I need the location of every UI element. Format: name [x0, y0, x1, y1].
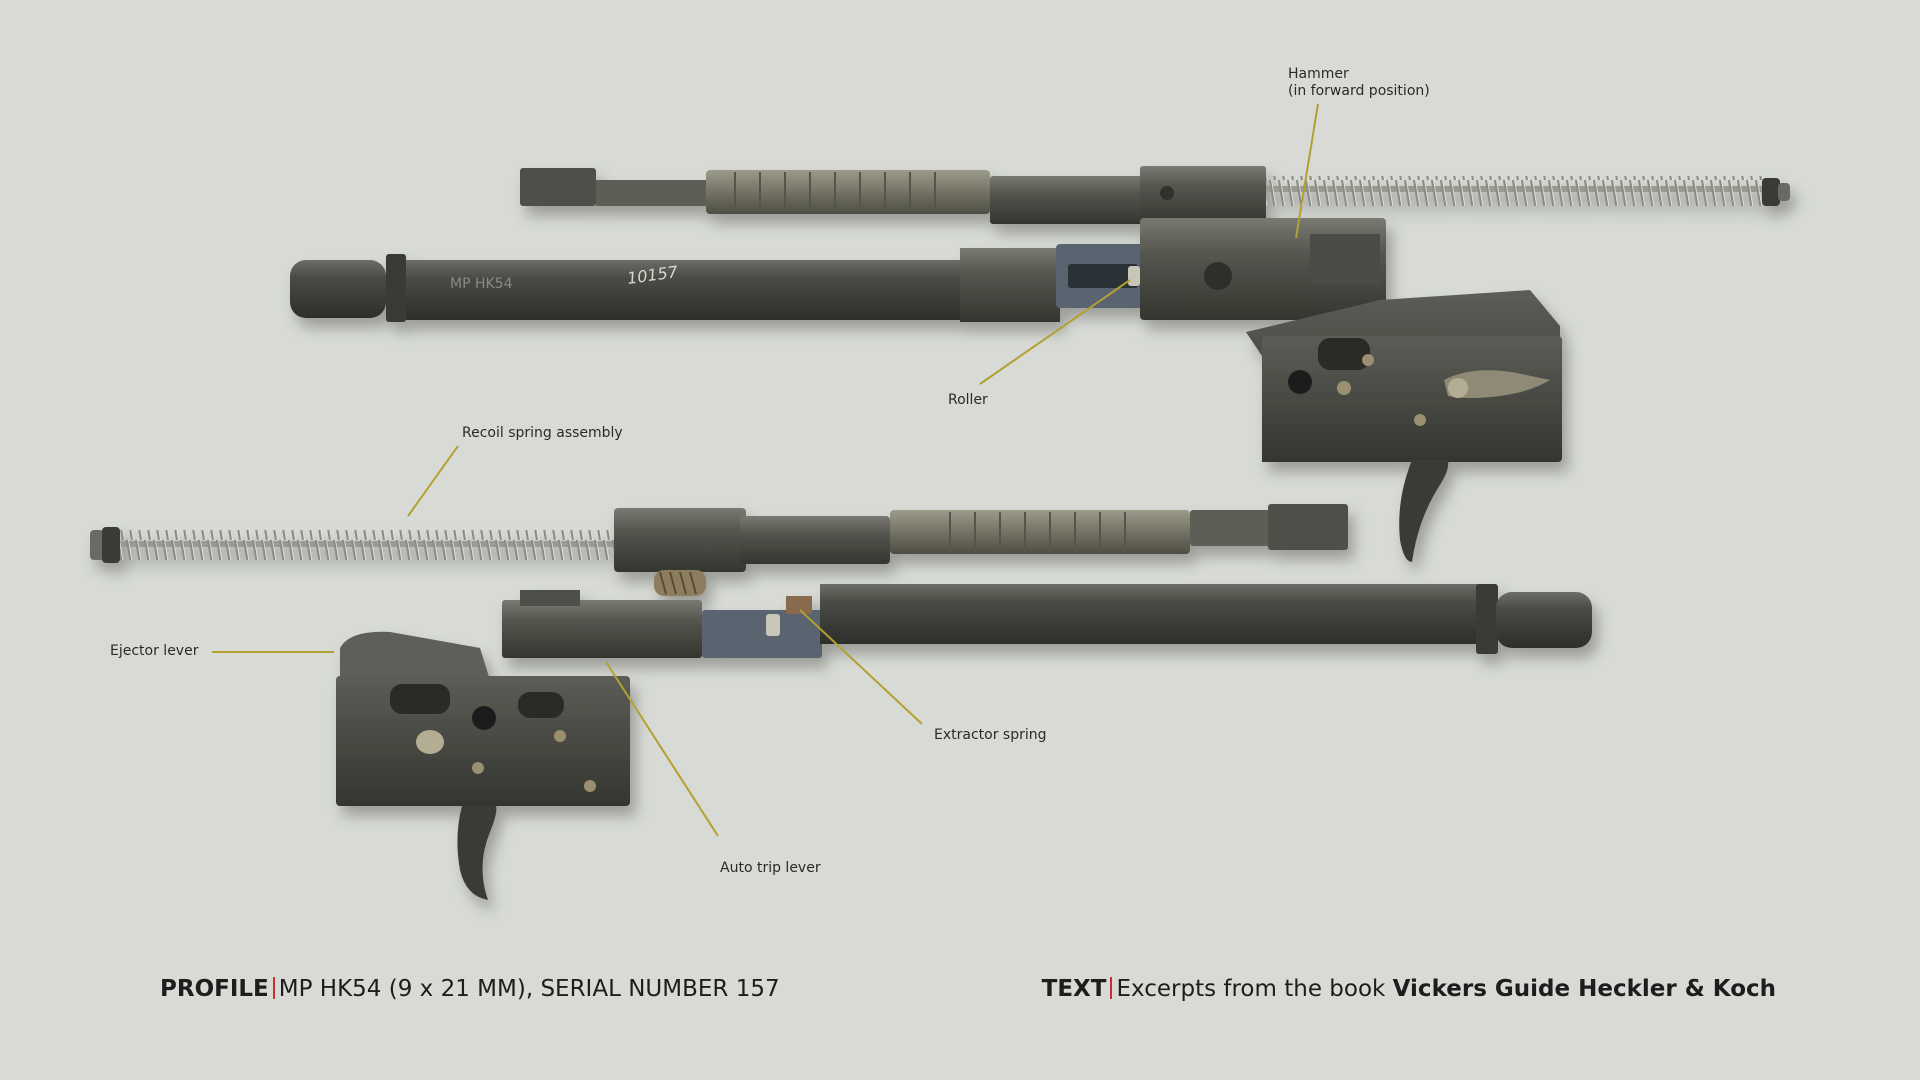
bottom-bolt-carrier	[614, 504, 1348, 596]
leader-line-extractor-spring	[799, 609, 923, 725]
top-bolt-head	[1056, 218, 1386, 320]
text-separator	[1110, 977, 1113, 999]
bottom-recoil-spring	[90, 527, 620, 563]
callout-hammer: Hammer (in forward position)	[1288, 66, 1430, 100]
profile-label: PROFILE	[160, 976, 269, 1002]
callout-hammer-line2: (in forward position)	[1288, 83, 1430, 99]
callout-roller: Roller	[948, 392, 988, 408]
bottom-assembly	[90, 504, 1592, 900]
leader-line-hammer	[1295, 103, 1319, 239]
extractor-spring-part	[786, 596, 812, 614]
text-prefix: Excerpts from the book	[1116, 976, 1393, 1002]
text-label: TEXT	[1041, 976, 1107, 1002]
profile-separator	[272, 977, 275, 999]
top-assembly: MP HK54 10157	[290, 166, 1790, 562]
leader-lines	[212, 103, 1319, 837]
top-bolt-carrier	[520, 166, 1266, 224]
callout-recoil-spring-assembly: Recoil spring assembly	[462, 425, 623, 441]
callout-ejector-lever: Ejector lever	[110, 643, 199, 659]
profile-caption: PROFILE MP HK54 (9 x 21 MM), SERIAL NUMBE…	[160, 976, 780, 1002]
callout-extractor-spring: Extractor spring	[934, 727, 1047, 743]
leader-line-recoil-spring	[407, 445, 459, 517]
leader-line-roller	[979, 279, 1131, 385]
profile-text: MP HK54 (9 x 21 MM), SERIAL NUMBER 157	[278, 976, 780, 1002]
top-recoil-spring	[1266, 176, 1790, 206]
bottom-trigger-group	[336, 631, 630, 900]
barrel-stamp: MP HK54	[450, 276, 513, 292]
text-caption: TEXT Excerpts from the book Vickers Guide…	[1042, 976, 1776, 1002]
book-title: Vickers Guide Heckler & Koch	[1392, 976, 1776, 1002]
callout-hammer-line1: Hammer	[1288, 66, 1349, 82]
roller-part	[1128, 266, 1140, 286]
bottom-barrel	[820, 584, 1592, 654]
top-barrel: MP HK54 10157	[290, 248, 1060, 322]
top-trigger-group	[1246, 290, 1562, 562]
bottom-bolt-head	[502, 590, 822, 658]
leader-line-auto-trip-lever	[605, 661, 719, 837]
callout-auto-trip-lever: Auto trip lever	[720, 860, 821, 876]
